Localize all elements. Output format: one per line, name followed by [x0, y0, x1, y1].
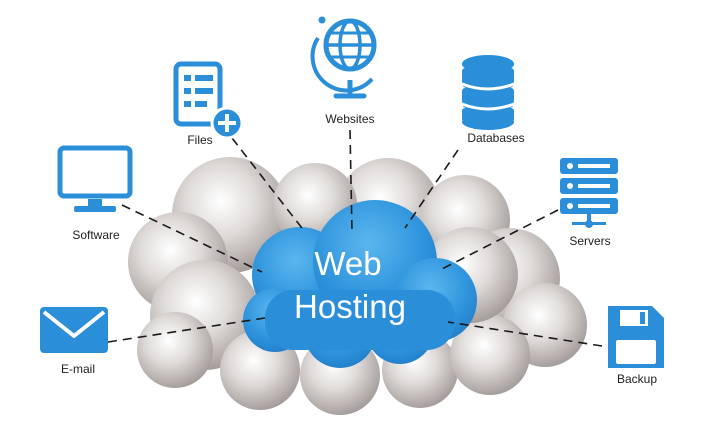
connector-email [107, 317, 266, 343]
label-email: E-mail [60, 362, 96, 376]
connector-websites [349, 129, 353, 233]
connectors [107, 129, 603, 347]
globe-icon [310, 16, 377, 99]
files-icon [173, 61, 244, 140]
connector-files [231, 137, 306, 233]
label-servers: Servers [569, 234, 611, 248]
label-websites: Websites [325, 112, 375, 126]
servers-icon [560, 158, 618, 228]
connector-servers [439, 209, 559, 271]
label-databases: Databases [467, 131, 525, 145]
center-title-line-1: Web [314, 245, 382, 282]
envelope-icon [40, 307, 108, 353]
center-title-line-2: Hosting [294, 288, 406, 325]
monitor-icon [57, 145, 133, 212]
floppy-disk-icon [608, 306, 664, 368]
label-software: Software [72, 228, 120, 242]
label-backup: Backup [616, 372, 658, 386]
connector-software [121, 204, 263, 273]
connector-databases [404, 149, 459, 229]
database-icon [461, 55, 515, 130]
connector-backup [447, 321, 603, 347]
center-cloud [243, 200, 477, 368]
label-files: Files [187, 133, 213, 147]
